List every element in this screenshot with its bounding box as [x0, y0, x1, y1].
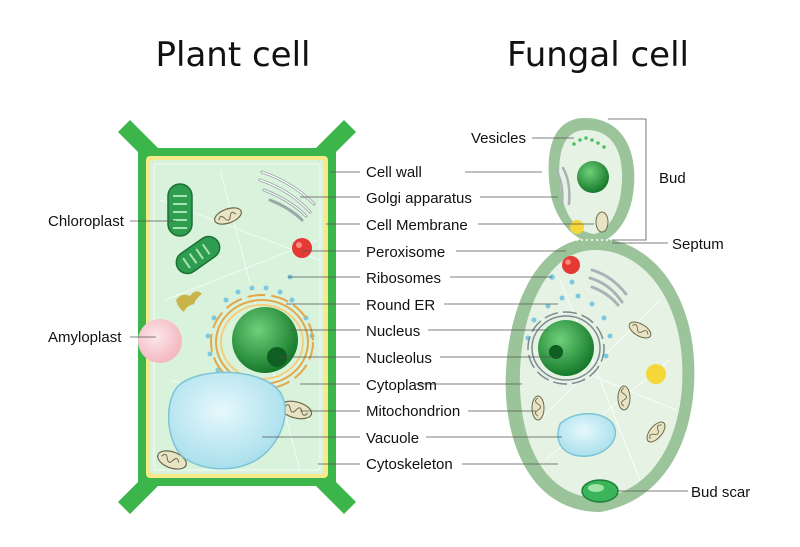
label-amyloplast: Amyloplast — [48, 329, 122, 346]
fungal-cell-title: Fungal cell — [507, 35, 689, 75]
label-round-er: Round ER — [366, 297, 435, 314]
mitochondrion — [157, 450, 187, 470]
label-cytoplasm: Cytoplasm — [366, 377, 437, 394]
label-nucleolus: Nucleolus — [366, 350, 432, 367]
label-bud-scar: Bud scar — [691, 484, 750, 501]
label-mitochondrion: Mitochondrion — [366, 403, 460, 420]
fungal-nucleolus — [549, 345, 563, 359]
vesicles — [572, 136, 606, 149]
label-bud: Bud — [659, 170, 686, 187]
label-nucleus: Nucleus — [366, 323, 420, 340]
fungal-mitochondrion — [617, 385, 631, 411]
label-cell-membrane: Cell Membrane — [366, 217, 468, 234]
label-peroxisome: Peroxisome — [366, 244, 445, 261]
organelle-fragment — [176, 291, 202, 312]
peroxisome — [292, 238, 312, 258]
chloroplast — [175, 235, 221, 275]
fungal-round-er — [527, 311, 605, 385]
fungal-mitochondrion — [628, 321, 652, 339]
leader-lines — [130, 137, 688, 492]
lipid-droplet — [646, 364, 666, 384]
plant-cell-title: Plant cell — [156, 35, 311, 75]
bud-mitochondrion — [595, 211, 609, 233]
fungal-vacuole — [557, 413, 617, 457]
nucleus — [232, 307, 298, 373]
plant-cell — [118, 120, 356, 514]
bud-lipid-droplet — [570, 220, 584, 234]
fungal-nucleus — [538, 320, 594, 376]
label-chloroplast: Chloroplast — [48, 213, 125, 230]
label-cell-wall: Cell wall — [366, 164, 422, 181]
label-vacuole: Vacuole — [366, 430, 419, 447]
fungal-ribosomes — [525, 279, 613, 359]
labels: Chloroplast Amyloplast Cell wall Golgi a… — [48, 130, 750, 501]
bud-bracket — [608, 118, 647, 241]
fungal-mitochondrion — [646, 421, 666, 443]
nucleolus — [267, 347, 287, 367]
fungal-peroxisome — [562, 256, 580, 274]
label-ribosomes: Ribosomes — [366, 270, 441, 287]
fungal-mitochondrion — [531, 395, 545, 421]
bud-golgi — [554, 166, 571, 206]
label-golgi-apparatus: Golgi apparatus — [366, 190, 472, 207]
bud-nucleus — [577, 161, 609, 193]
vacuole — [168, 371, 286, 470]
mitochondrion — [214, 207, 242, 225]
label-septum: Septum — [672, 236, 724, 253]
fungal-cell — [505, 118, 695, 512]
label-vesicles: Vesicles — [471, 130, 526, 147]
fungal-golgi — [588, 268, 628, 307]
chloroplast — [167, 183, 193, 237]
label-cytoskeleton: Cytoskeleton — [366, 456, 453, 473]
amyloplast — [138, 319, 182, 363]
